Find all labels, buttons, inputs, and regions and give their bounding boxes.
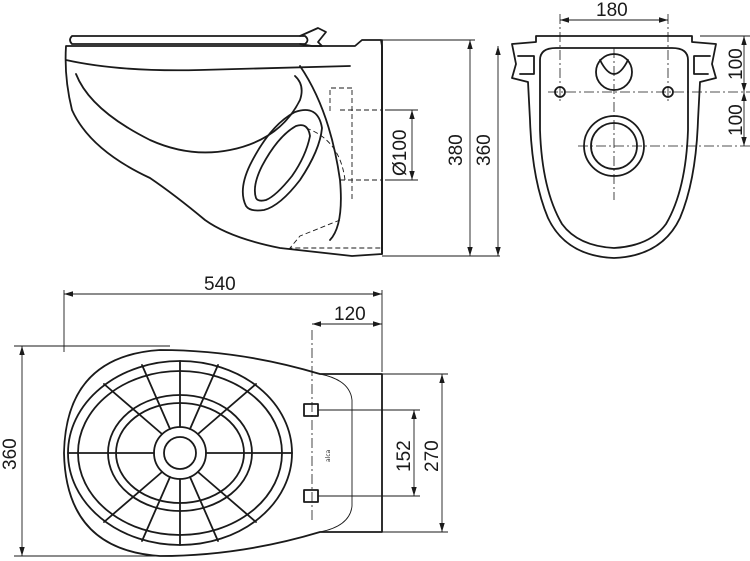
dim-width: 360: [0, 438, 21, 470]
dim-rear-width: 270: [422, 440, 443, 472]
bowl-outline: [64, 39, 383, 257]
bolt-bracket-upper: [303, 403, 319, 417]
grid-spokes: [67, 360, 293, 546]
dim-outlet-diameter: Ø100: [390, 130, 411, 176]
back-inner: [539, 47, 689, 249]
back-ear-right: [693, 55, 711, 75]
top-rear-step: [319, 373, 353, 533]
side-hole-inner: [253, 124, 311, 202]
dim-bolt-spacing: 180: [596, 0, 628, 21]
top-view: alca 540 120 360 152 270: [0, 274, 448, 557]
bolt-bracket-lower: [303, 489, 319, 503]
bowl-rim: [65, 59, 351, 72]
dim-bolt-pair: 152: [394, 440, 415, 472]
outlet-hidden-curve: [305, 127, 346, 181]
bowl-inner: [75, 73, 303, 154]
brand-mark: alca: [325, 449, 332, 462]
outlet-hidden: [289, 87, 382, 249]
back-view: 180 100 100: [511, 0, 750, 259]
back-ear-left: [517, 55, 535, 75]
dim-bowl-height: 360: [474, 134, 495, 166]
dim-bolt-vertical: 100: [726, 48, 747, 80]
dim-bolt-setback: 120: [334, 304, 366, 325]
grid-hub-inner: [163, 436, 197, 470]
dim-total-height: 380: [446, 134, 467, 166]
dim-length: 540: [204, 274, 236, 295]
seat-lid: [69, 35, 309, 45]
dim-outlet-vertical: 100: [726, 104, 747, 136]
side-view: Ø100 380 360: [64, 27, 501, 257]
bowl-body-curve: [299, 65, 342, 241]
back-outline: [511, 35, 717, 259]
side-hole-outer: [241, 109, 323, 212]
